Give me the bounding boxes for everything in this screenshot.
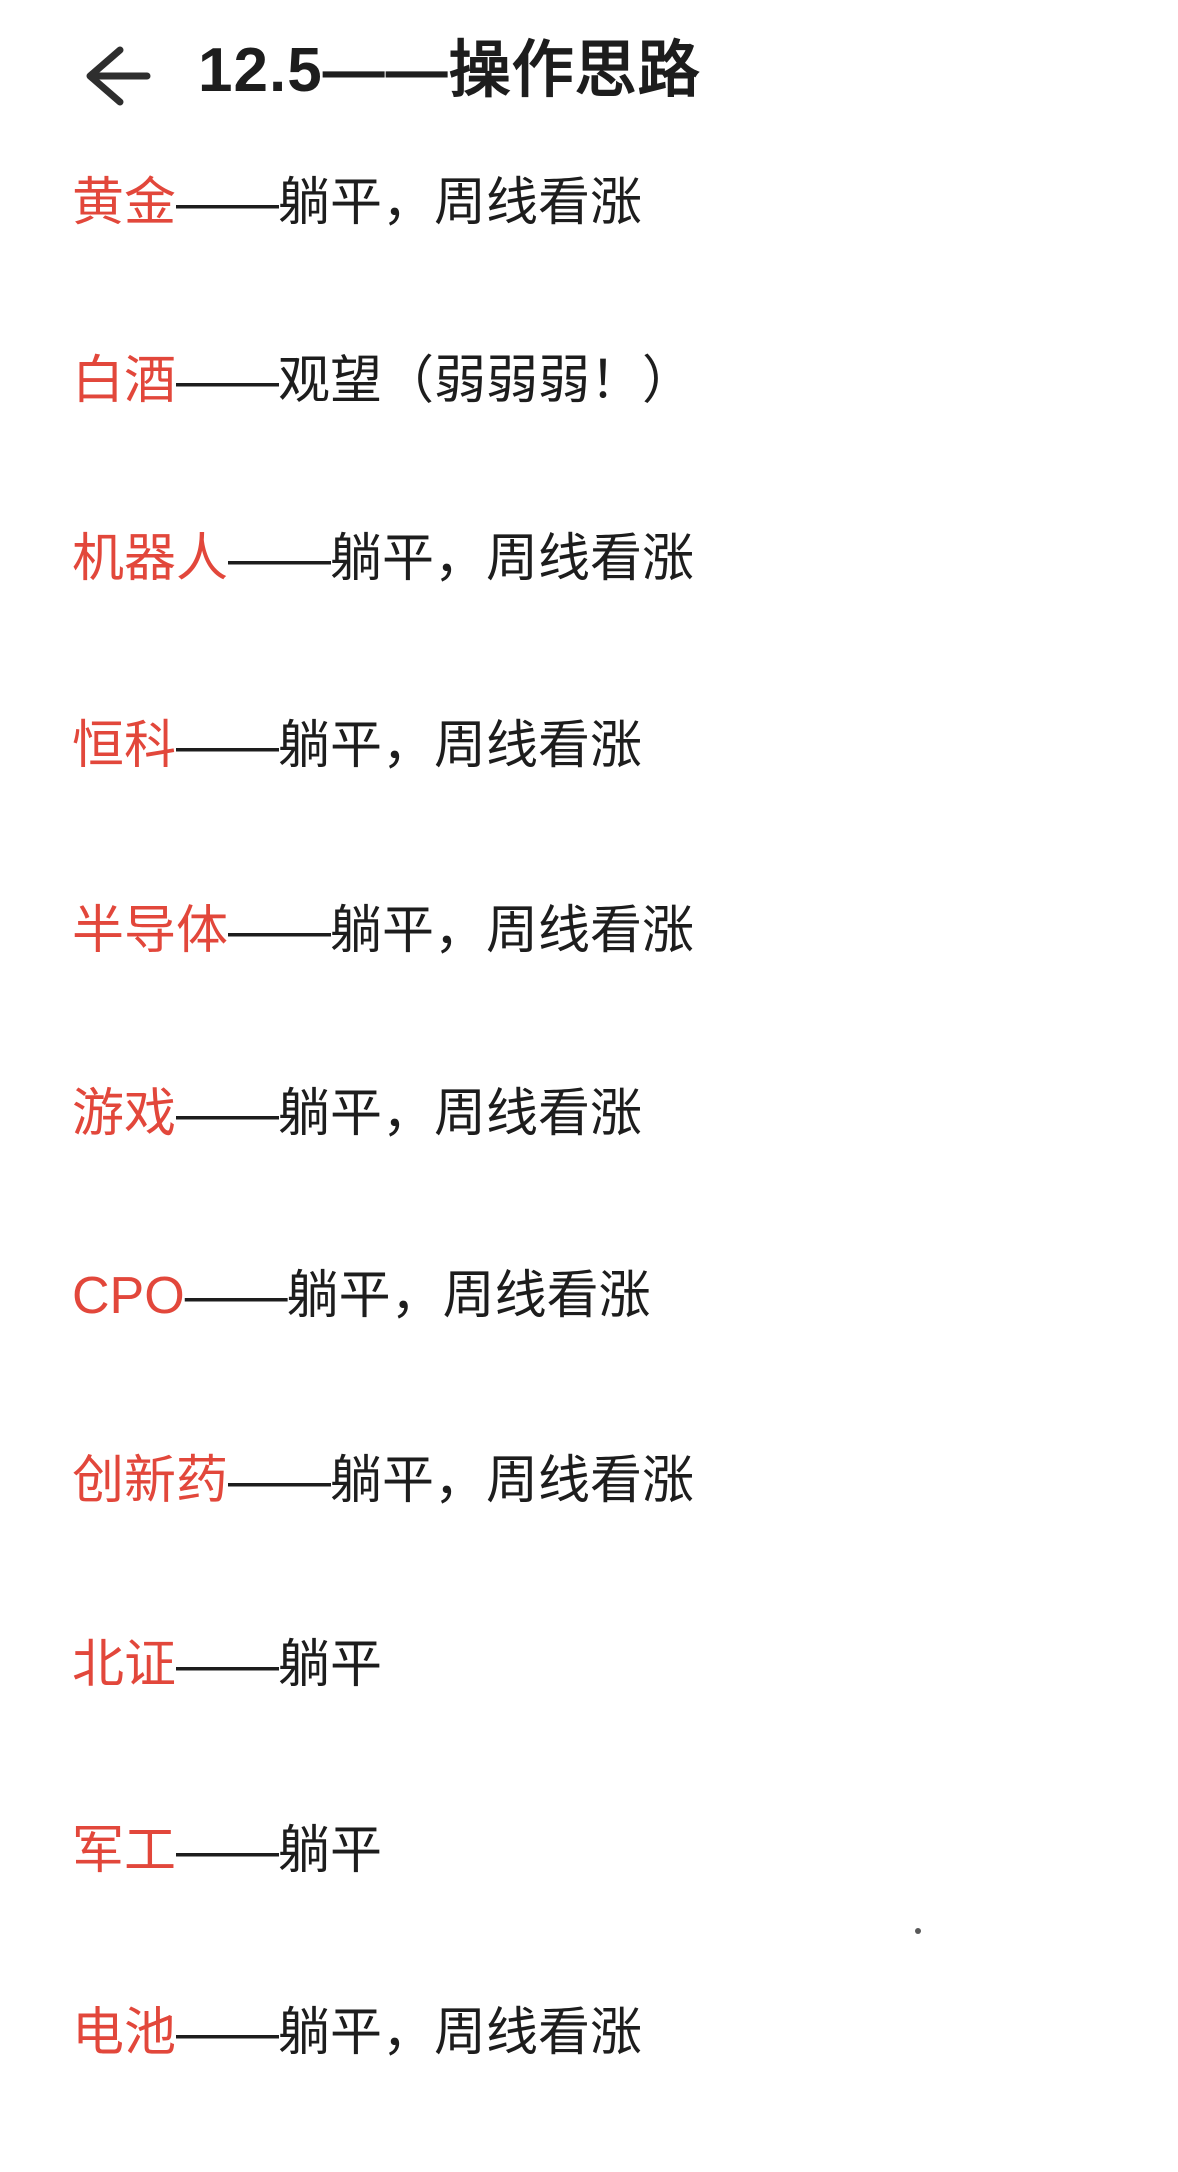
dust-speck <box>915 1928 921 1934</box>
dash-separator: —— <box>176 717 279 775</box>
arrow-left-glyph <box>86 46 151 106</box>
sector-label: 白酒 <box>72 352 177 410</box>
dash-separator: —— <box>176 1085 279 1143</box>
sector-label: 创新药 <box>72 1452 229 1510</box>
list-item-beizheng: 北证——躺平 <box>72 1639 382 1691</box>
dash-separator: —— <box>176 2004 279 2062</box>
list-item-semiconductor: 半导体——躺平，周线看涨 <box>72 905 694 957</box>
item-note: 躺平，周线看涨 <box>329 902 694 960</box>
list-item-innovative-drugs: 创新药——躺平，周线看涨 <box>72 1455 694 1507</box>
sector-label: 军工 <box>72 1822 177 1880</box>
sector-label: 黄金 <box>72 174 177 232</box>
item-note: 躺平，周线看涨 <box>277 1085 642 1143</box>
dash-separator: —— <box>176 352 279 410</box>
item-note: 观望（弱弱弱！） <box>277 352 694 410</box>
item-note: 躺平，周线看涨 <box>286 1267 651 1325</box>
dash-separator: —— <box>176 174 279 232</box>
sector-label: 恒科 <box>72 717 177 775</box>
sector-label: 电池 <box>72 2004 177 2062</box>
back-arrow-icon[interactable] <box>82 42 152 110</box>
dash-separator: —— <box>176 1636 279 1694</box>
page-title: 12.5——操作思路 <box>198 36 701 105</box>
dash-separator: —— <box>228 1452 331 1510</box>
list-item-battery: 电池——躺平，周线看涨 <box>72 2007 642 2059</box>
sector-label: 北证 <box>72 1636 177 1694</box>
dash-separator: —— <box>228 902 331 960</box>
dash-separator: —— <box>176 1822 279 1880</box>
dash-separator: —— <box>228 530 331 588</box>
item-note: 躺平，周线看涨 <box>277 717 642 775</box>
list-item-gold: 黄金——躺平，周线看涨 <box>72 177 642 229</box>
list-item-cpo: CPO——躺平，周线看涨 <box>72 1270 651 1322</box>
sector-label: 半导体 <box>72 902 229 960</box>
item-note: 躺平 <box>277 1636 382 1694</box>
sector-label: CPO <box>72 1267 185 1325</box>
list-item-hengke: 恒科——躺平，周线看涨 <box>72 720 642 772</box>
item-note: 躺平，周线看涨 <box>277 2004 642 2062</box>
item-note: 躺平，周线看涨 <box>329 1452 694 1510</box>
item-note: 躺平，周线看涨 <box>329 530 694 588</box>
header: 12.5——操作思路 <box>0 0 1178 130</box>
item-note: 躺平，周线看涨 <box>277 174 642 232</box>
list-item-military: 军工——躺平 <box>72 1825 382 1877</box>
sector-label: 机器人 <box>72 530 229 588</box>
item-note: 躺平 <box>277 1822 382 1880</box>
list-item-baijiu: 白酒——观望（弱弱弱！） <box>72 355 694 407</box>
list-item-robot: 机器人——躺平，周线看涨 <box>72 533 694 585</box>
list-item-gaming: 游戏——躺平，周线看涨 <box>72 1088 642 1140</box>
dash-separator: —— <box>184 1267 288 1325</box>
sector-label: 游戏 <box>72 1085 177 1143</box>
